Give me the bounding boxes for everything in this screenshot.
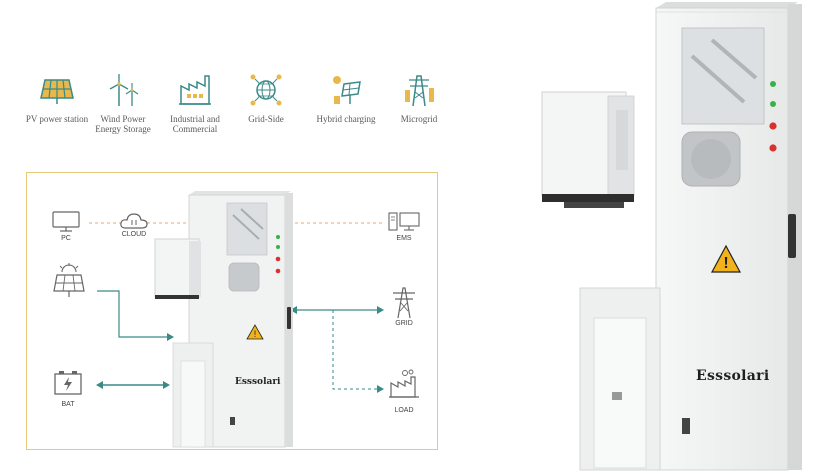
pc-icon [52, 211, 80, 232]
product-cabinet-photo: ! [541, 2, 802, 471]
app-microgrid: Microgrid [376, 72, 462, 124]
bat-label: BAT [61, 401, 75, 408]
ems-label: EMS [396, 235, 412, 242]
ems-icon [388, 212, 420, 231]
load-label: LOAD [394, 407, 414, 414]
diagram-brand-logo: Esssolari [235, 377, 281, 387]
grid-tower-icon [393, 287, 415, 319]
application-icons: PV power station Wind Power Energy Stora… [14, 72, 444, 152]
cloud-icon [120, 213, 148, 229]
svg-text:!: ! [723, 255, 728, 272]
factory-icon [179, 75, 211, 105]
svg-text:!: ! [254, 329, 257, 339]
app-label: Hybrid charging [316, 114, 376, 124]
app-pv-power-station: PV power station [14, 72, 100, 124]
system-diagram: PC CLOUD EMS BAT [26, 172, 438, 450]
diagram-connections [89, 222, 384, 393]
pv-panel-icon [53, 263, 85, 297]
app-label: Wind Power Energy Storage [95, 114, 151, 134]
grid-globe-icon [250, 74, 282, 106]
microgrid-tower-icon [405, 75, 434, 107]
wind-turbine-icon [109, 74, 139, 106]
app-hybrid-charging: Hybrid charging [303, 72, 389, 124]
load-factory-icon [389, 369, 419, 398]
app-grid-side: Grid-Side [223, 72, 309, 124]
battery-icon [54, 371, 82, 395]
app-industrial: Industrial and Commercial [152, 72, 238, 134]
app-wind-power: Wind Power Energy Storage [80, 72, 166, 134]
hybrid-charging-icon [333, 76, 361, 104]
solar-panel-icon [40, 79, 74, 104]
app-label: Grid-Side [248, 114, 284, 124]
app-label: PV power station [25, 114, 89, 124]
app-label: Microgrid [400, 114, 438, 124]
pc-label: PC [61, 235, 71, 242]
app-label: Industrial and Commercial [170, 114, 220, 134]
cloud-label: CLOUD [121, 231, 147, 238]
grid-label: GRID [395, 320, 413, 327]
product-brand-logo: Esssolari [696, 368, 770, 384]
diagram-cabinet: ! [154, 191, 293, 448]
